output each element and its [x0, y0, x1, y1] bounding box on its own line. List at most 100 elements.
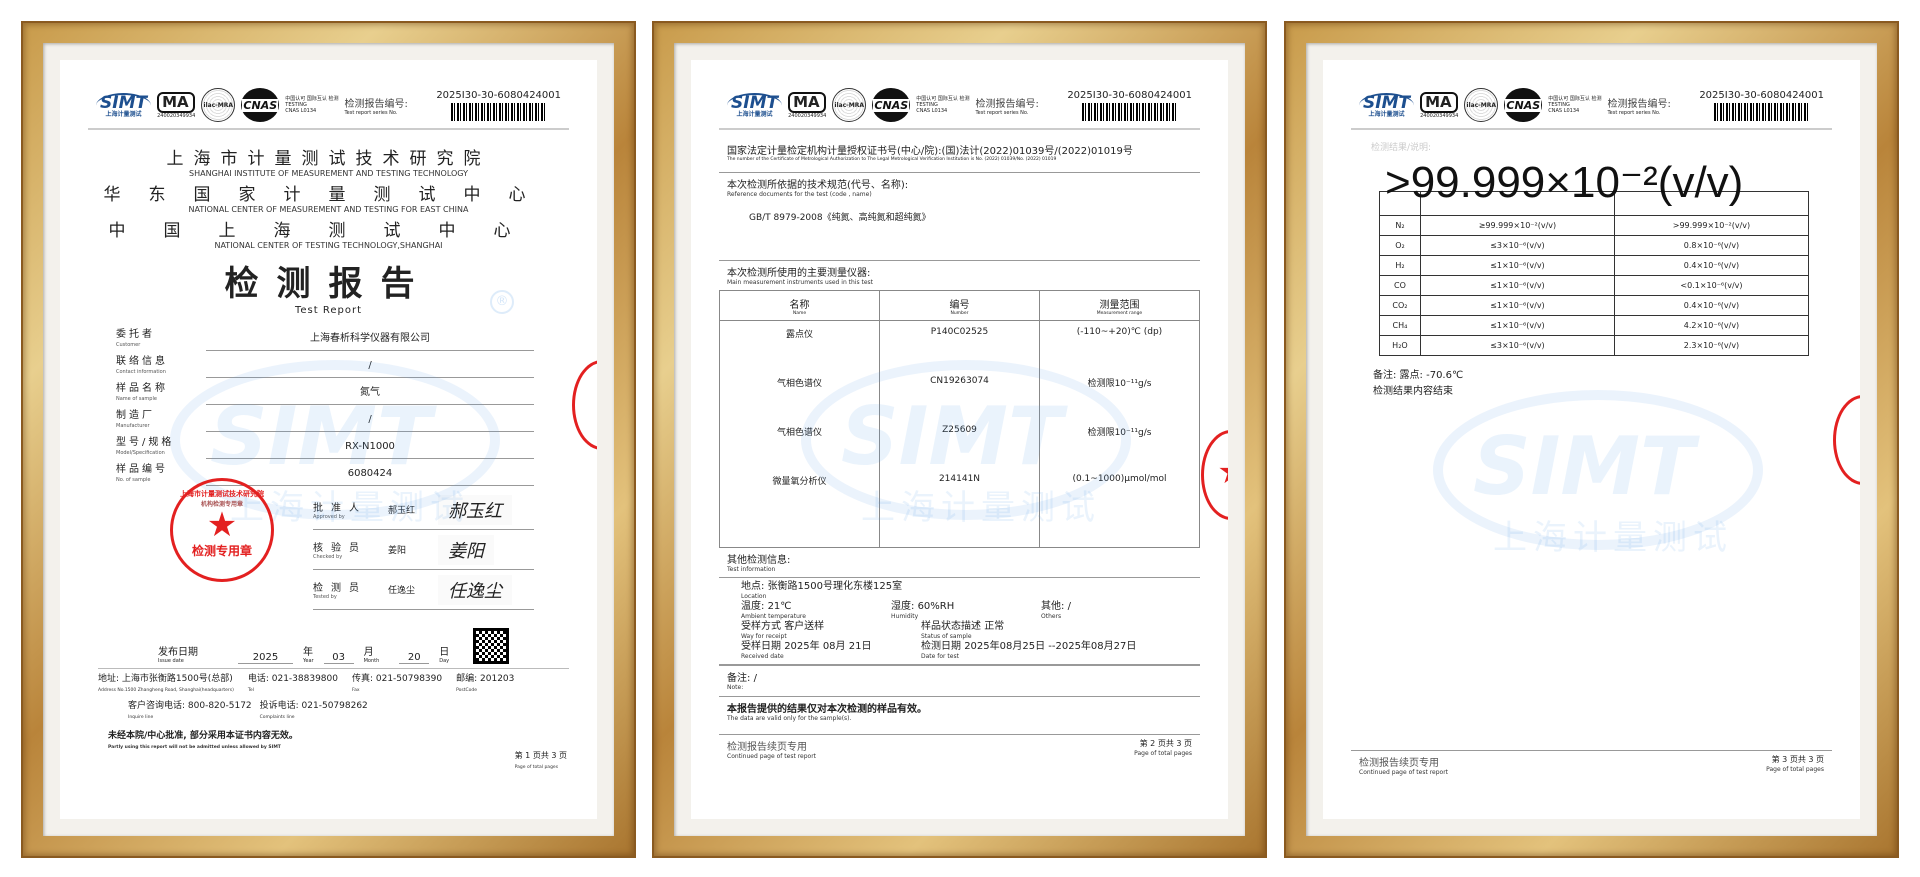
results-header-row — [1379, 191, 1810, 216]
red-seal-stamp-partial — [1833, 395, 1860, 485]
watermark-cn: 上海计量测试 — [1493, 518, 1733, 558]
org-name-2-en: NATIONAL CENTER OF MEASUREMENT AND TESTI… — [188, 205, 469, 214]
result-row: N₂≥99.999×10⁻²(v/v)>99.999×10⁻²(v/v) — [1379, 215, 1810, 236]
authorization-no: 国家法定计量检定机构计量授权证书号(中心/院):(国)法计(2022)01039… — [727, 146, 1133, 162]
barcode — [1081, 102, 1178, 121]
result-row: CO≤1×10⁻⁶(v/v)<0.1×10⁻⁶(v/v) — [1379, 275, 1810, 296]
result-row: CO₂≤1×10⁻⁶(v/v)0.4×10⁻⁶(v/v) — [1379, 295, 1810, 316]
report-no-label: 检测报告编号:Test report series No. — [1607, 98, 1671, 116]
note: 备注: /Note: — [719, 664, 1200, 696]
star-icon: ★ — [1204, 455, 1228, 489]
cnas-logo: CNAS — [241, 88, 280, 122]
org-name-2: 华东国家计量测试中心 — [103, 185, 554, 205]
org-name-3-en: NATIONAL CENTER OF TESTING TECHNOLOGY,SH… — [214, 241, 443, 250]
report-no-label: 检测报告编号:Test report series No. — [344, 98, 408, 116]
validity-notice: 未经本院/中心批准, 部分采用本证书内容无效。Partly using this… — [108, 731, 298, 750]
field-value: 6080424 — [206, 464, 534, 486]
watermark-ellipse — [1433, 390, 1763, 550]
registered-mark-icon: ® — [490, 290, 514, 314]
cnas-logo: CNAS — [872, 88, 911, 122]
ilac-mra-logo: ilac-MRA — [832, 88, 867, 122]
result-row: H₂O≤3×10⁻⁶(v/v)2.3×10⁻⁶(v/v) — [1379, 335, 1810, 356]
org-name-1-en: SHANGHAI INSTITUTE OF MEASUREMENT AND TE… — [189, 169, 468, 178]
handwritten-signature: 任逸尘 — [438, 574, 512, 605]
handwritten-signature: 姜阳 — [438, 534, 494, 565]
red-seal-stamp-partial — [572, 360, 597, 450]
field-value: / — [206, 410, 534, 432]
ilac-mra-logo: ilac-MRA — [1464, 88, 1499, 122]
results-label: 检测结果/说明: — [1371, 143, 1432, 153]
purity-overlay: >99.999×10⁻²(v/v) — [1385, 158, 1744, 207]
red-seal-stamp: 上海市计量测试技术研究院 机构检测专用章 ★ 检测专用章 — [170, 478, 274, 582]
qr-code[interactable] — [473, 628, 510, 664]
barcode — [1713, 102, 1810, 121]
result-row: H₂≤1×10⁻⁶(v/v)0.4×10⁻⁶(v/v) — [1379, 255, 1810, 276]
reference-doc: GB/T 8979-2008《纯氮、高纯氮和超纯氮》 — [749, 213, 931, 223]
test-info-label: 其他检测信息:Test information — [727, 555, 791, 573]
report-number: 2025I30-30-6080424001 — [1067, 90, 1192, 121]
contact-info: 地址: 上海市张衡路1500号(总部)Address No.1500 Zhang… — [98, 668, 569, 697]
ilac-mra-logo: ilac-MRA — [201, 88, 236, 122]
results-table: N₂≥99.999×10⁻²(v/v)>99.999×10⁻²(v/v)O₂≤3… — [1379, 191, 1810, 356]
report-number: 2025I30-30-6080424001 — [1699, 90, 1824, 121]
instruments-label: 本次检测所使用的主要测量仪器:Main measurement instrume… — [719, 260, 1200, 290]
report-number: 2025I30-30-6080424001 — [436, 90, 561, 121]
field-value: 上海春析科学仪器有限公司 — [206, 329, 534, 351]
watermark-text: SIMT — [1473, 420, 1695, 513]
report-title-en: Test Report — [294, 305, 363, 316]
validity-notice: 本报告提供的结果仅对本次检测的样品有效。The data are valid o… — [719, 696, 1200, 726]
org-name-1: 上海市计量测试技术研究院 — [166, 149, 491, 169]
report-title: 检测报告 — [224, 264, 433, 304]
field-value: / — [206, 356, 534, 378]
star-icon: ★ — [206, 505, 238, 545]
result-row: CH₄≤1×10⁻⁶(v/v)4.2×10⁻⁶(v/v) — [1379, 315, 1810, 336]
barcode — [450, 102, 547, 121]
cnas-logo: CNAS — [1504, 88, 1543, 122]
reference-docs-label: 本次检测所依据的技术规范(代号、名称):Reference documents … — [719, 172, 1200, 202]
report-no-label: 检测报告编号:Test report series No. — [975, 98, 1039, 116]
handwritten-signature: 郝玉红 — [438, 494, 512, 525]
red-seal-stamp-partial: ★ — [1201, 430, 1228, 520]
field-value: 氮气 — [206, 383, 534, 405]
